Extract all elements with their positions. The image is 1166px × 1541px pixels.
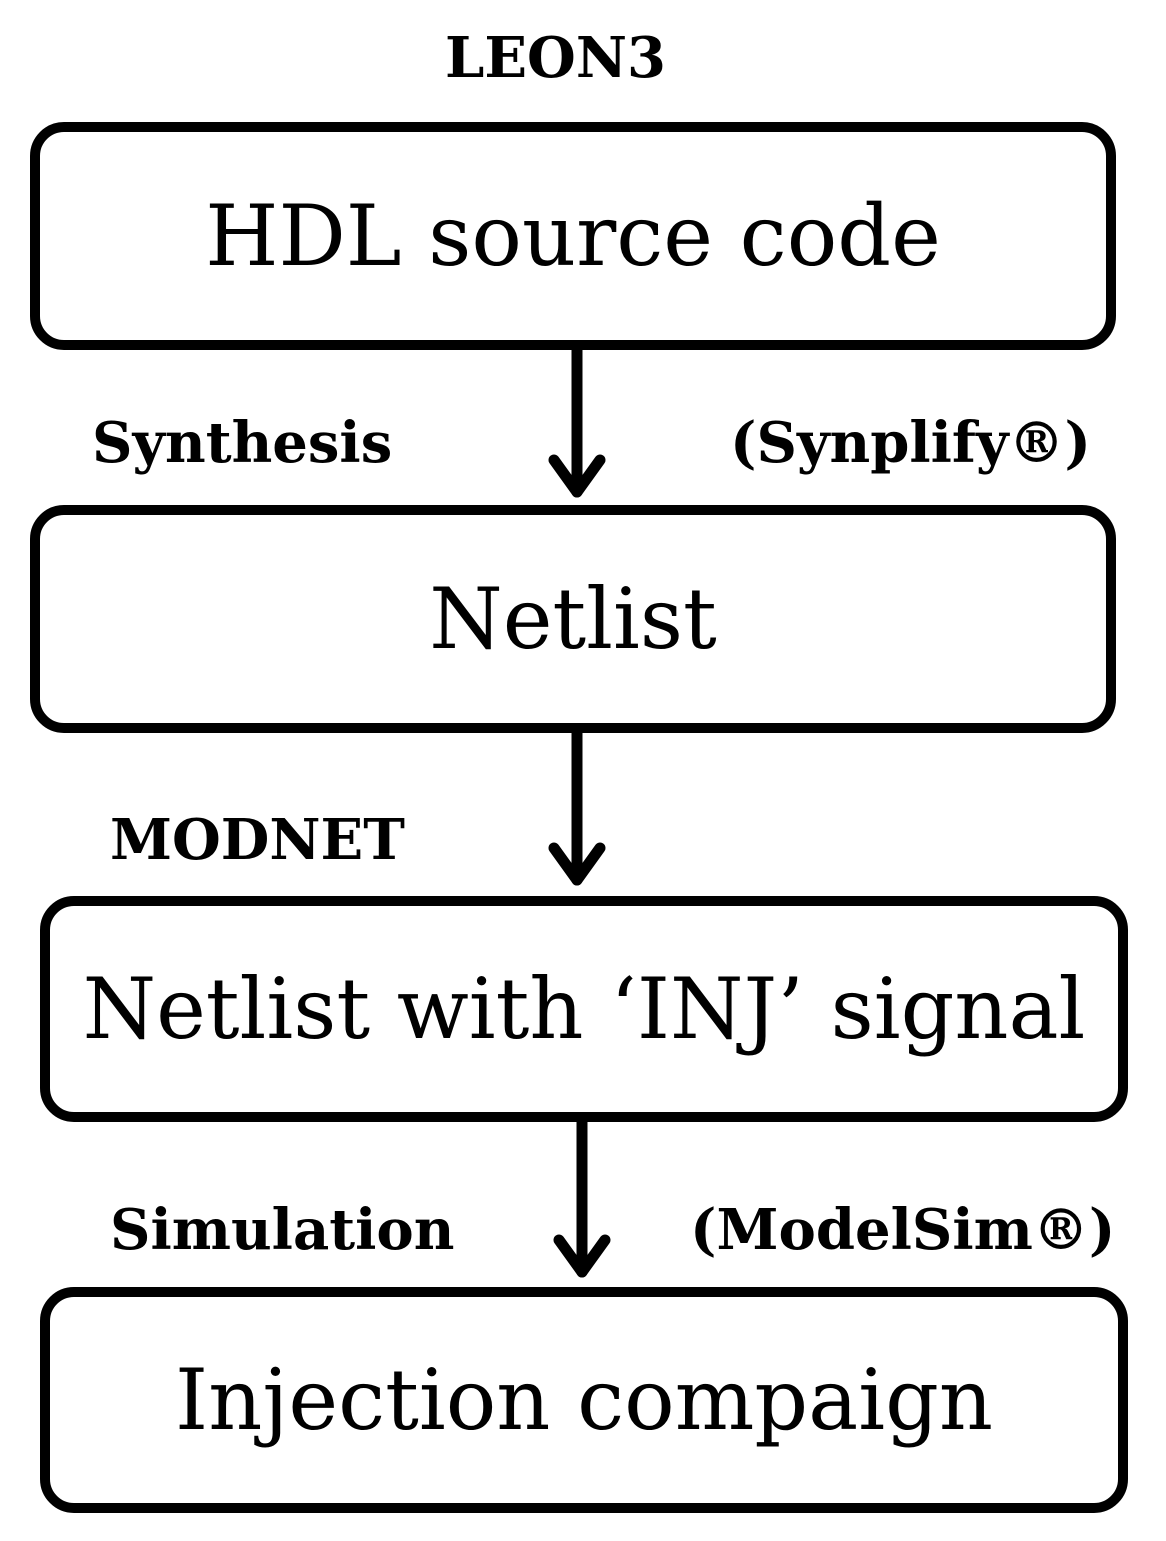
step-tool-synplify: (Synplify®)	[730, 410, 1092, 476]
step-label-modnet: MODNET	[110, 807, 405, 873]
arrow-simulation	[553, 1116, 611, 1278]
diagram-title: LEON3	[445, 25, 666, 91]
arrow-synthesis	[548, 344, 606, 498]
box-hdl-source-code: HDL source code	[30, 122, 1116, 350]
box-netlist: Netlist	[30, 505, 1116, 733]
box-label: Netlist with ‘INJ’ signal	[82, 960, 1086, 1058]
box-label: HDL source code	[205, 187, 941, 285]
step-label-simulation: Simulation	[110, 1197, 455, 1263]
step-label-synthesis: Synthesis	[92, 410, 393, 476]
step-tool-modelsim: (ModelSim®)	[690, 1197, 1116, 1263]
box-injection-compaign: Injection compaign	[40, 1287, 1128, 1513]
arrow-modnet	[548, 727, 606, 886]
box-label: Netlist	[429, 570, 717, 668]
box-label: Injection compaign	[175, 1351, 993, 1449]
